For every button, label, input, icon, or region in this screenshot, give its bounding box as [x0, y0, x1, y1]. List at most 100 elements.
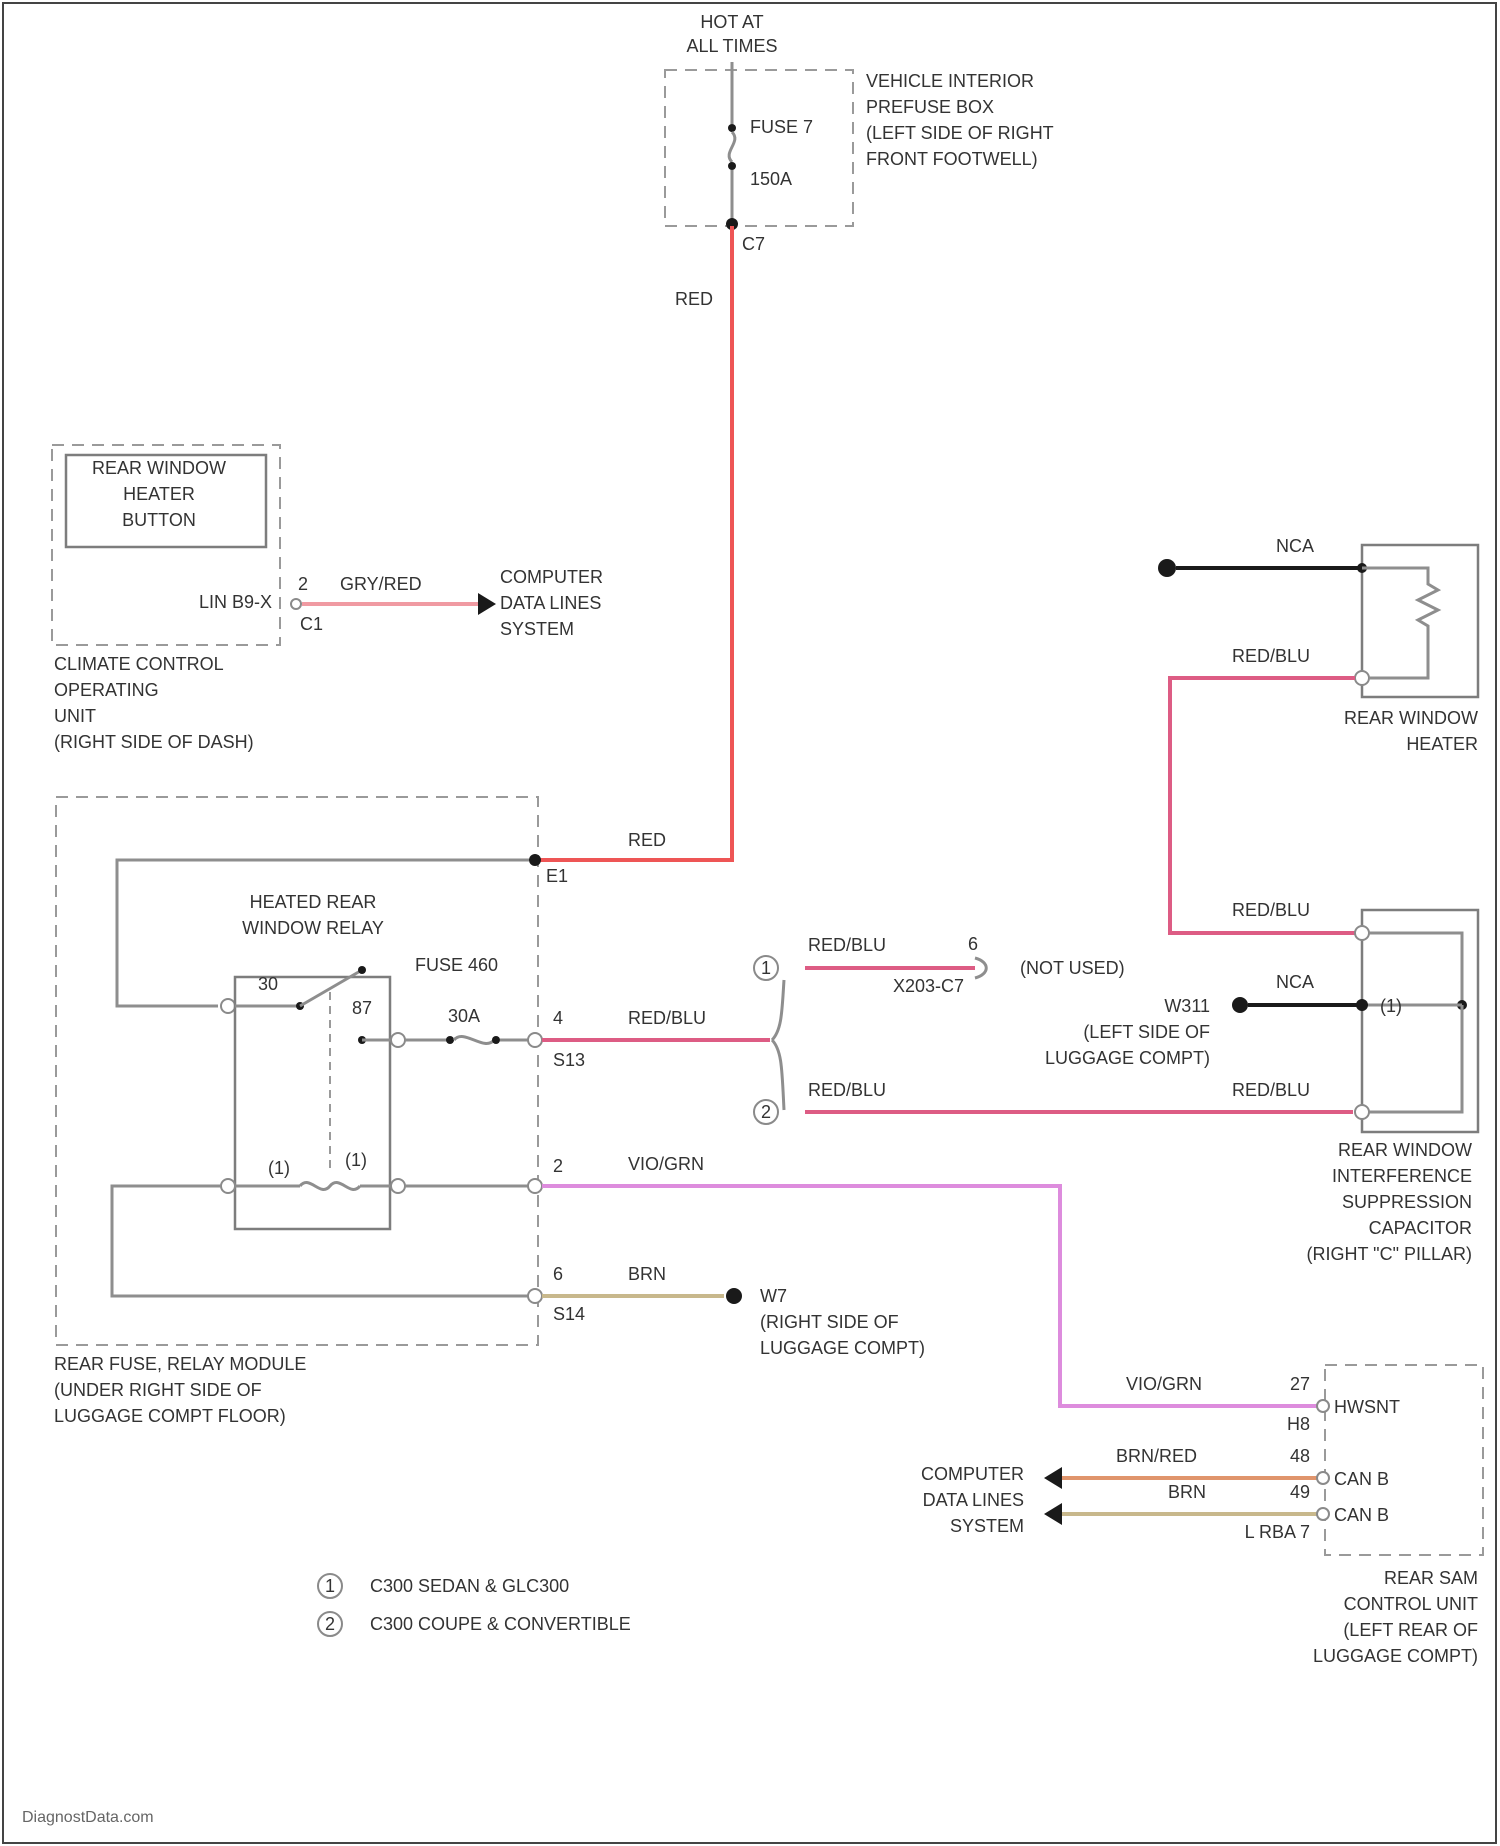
- heater-ground-dot: [1158, 559, 1176, 577]
- sam-connector-l: L RBA 7: [1245, 1522, 1310, 1542]
- sam-pin-49-terminal: [1317, 1508, 1329, 1520]
- heater-label-1: REAR WINDOW: [1344, 708, 1478, 728]
- sam-pin-27-terminal: [1317, 1400, 1329, 1412]
- climate-c1: C1: [300, 614, 323, 634]
- fuse-7-name: FUSE 7: [750, 117, 813, 137]
- relay-label-1: HEATED REAR: [250, 892, 377, 912]
- sam-label-2: CONTROL UNIT: [1344, 1594, 1478, 1614]
- vio-grn-label-left: VIO/GRN: [628, 1154, 704, 1174]
- heater-label-2: HEATER: [1406, 734, 1478, 754]
- gry-red-label: GRY/RED: [340, 574, 422, 594]
- capacitor-bottom-terminal: [1355, 1105, 1369, 1119]
- pin-2-terminal: [528, 1179, 542, 1193]
- climate-label-4: (RIGHT SIDE OF DASH): [54, 732, 254, 752]
- sam-signal-hwsnt: HWSNT: [1334, 1397, 1400, 1417]
- s13-label: S13: [553, 1050, 585, 1070]
- relay-pin-30: 30: [258, 974, 278, 994]
- climate-pin-2: 2: [298, 574, 308, 594]
- fuse-7-bottom-dot: [728, 162, 736, 170]
- brn-ground-label: BRN: [628, 1264, 666, 1284]
- capacitor-label-3: SUPPRESSION: [1342, 1192, 1472, 1212]
- sam-signal-can-2: CAN B: [1334, 1505, 1389, 1525]
- climate-label-2: OPERATING: [54, 680, 159, 700]
- module-label-3: LUGGAGE COMPT FLOOR): [54, 1406, 286, 1426]
- sam-pin-48: 48: [1290, 1446, 1310, 1466]
- sam-label-1: REAR SAM: [1384, 1568, 1478, 1588]
- prefuse-label-3: (LEFT SIDE OF RIGHT: [866, 123, 1054, 143]
- red-blu-heater-label: RED/BLU: [1232, 646, 1310, 666]
- sam-signal-can-1: CAN B: [1334, 1469, 1389, 1489]
- s14-pin-6-terminal: [528, 1289, 542, 1303]
- red-wire-label-lower: RED: [628, 830, 666, 850]
- prefuse-label-1: VEHICLE INTERIOR: [866, 71, 1034, 91]
- w311-line-2: LUGGAGE COMPT): [1045, 1048, 1210, 1068]
- climate-label-1: CLIMATE CONTROL: [54, 654, 224, 674]
- w7-ground-dot: [726, 1288, 742, 1304]
- relay-switch-contact: [358, 966, 366, 974]
- red-wire: [535, 226, 732, 860]
- relay-coil-symbol: [300, 1183, 360, 1190]
- relay-coil-right-terminal: [391, 1179, 405, 1193]
- button-label-2: HEATER: [123, 484, 195, 504]
- fuse-7-symbol: [729, 132, 735, 162]
- capacitor-label-2: INTERFERENCE: [1332, 1166, 1472, 1186]
- prefuse-label-2: PREFUSE BOX: [866, 97, 994, 117]
- not-used-label: (NOT USED): [1020, 958, 1125, 978]
- prefuse-label-4: FRONT FOOTWELL): [866, 149, 1038, 169]
- sam-pin-27: 27: [1290, 1374, 1310, 1394]
- computer-top-2: DATA LINES: [500, 593, 601, 613]
- all-times-label: ALL TIMES: [686, 36, 777, 56]
- capacitor-label-1: REAR WINDOW: [1338, 1140, 1472, 1160]
- climate-label-3: UNIT: [54, 706, 96, 726]
- s13-pin-4-terminal: [528, 1033, 542, 1047]
- computer-bottom-2: DATA LINES: [923, 1490, 1024, 1510]
- unused-connector-symbol: [975, 958, 986, 978]
- computer-top-1: COMPUTER: [500, 567, 603, 587]
- sam-label-4: LUGGAGE COMPT): [1313, 1646, 1478, 1666]
- gry-red-arrow: [478, 593, 496, 615]
- hot-at-label: HOT AT: [700, 12, 763, 32]
- e1-label: E1: [546, 866, 568, 886]
- unused-pin-6: 6: [968, 934, 978, 954]
- capacitor-top-lead: [1369, 933, 1462, 1005]
- relay-coil-mark-left: (1): [268, 1158, 290, 1178]
- capacitor-label-4: CAPACITOR: [1369, 1218, 1472, 1238]
- legend-note-1: C300 SEDAN & GLC300: [370, 1576, 569, 1596]
- computer-top-3: SYSTEM: [500, 619, 574, 639]
- sam-h8: H8: [1287, 1414, 1310, 1434]
- lin-b9-label: LIN B9-X: [199, 592, 272, 612]
- red-blu-main-label: RED/BLU: [628, 1008, 706, 1028]
- brn-red-arrow: [1044, 1467, 1062, 1489]
- button-label-3: BUTTON: [122, 510, 196, 530]
- c7-terminal-label: C7: [742, 234, 765, 254]
- capacitor-top-terminal: [1355, 926, 1369, 940]
- nca-ground-label: NCA: [1276, 972, 1314, 992]
- s13-pin-4: 4: [553, 1008, 563, 1028]
- module-label-1: REAR FUSE, RELAY MODULE: [54, 1354, 306, 1374]
- rear-sam-control-unit: [1325, 1365, 1483, 1555]
- capacitor-bottom-lead: [1369, 1005, 1462, 1112]
- red-blu-cap-bottom-label: RED/BLU: [1232, 1080, 1310, 1100]
- diagram-frame: [3, 3, 1496, 1843]
- capacitor-label-5: (RIGHT "C" PILLAR): [1307, 1244, 1472, 1264]
- legend-mark-2: 2: [325, 1614, 335, 1634]
- module-label-2: (UNDER RIGHT SIDE OF: [54, 1380, 262, 1400]
- variant-1-mark: 1: [761, 958, 771, 978]
- red-blu-cap-top-label: RED/BLU: [1232, 900, 1310, 920]
- red-blu-heater-wire: [1170, 678, 1355, 933]
- computer-bottom-1: COMPUTER: [921, 1464, 1024, 1484]
- variant-split-brace: [772, 980, 784, 1110]
- fuse-460-name: FUSE 460: [415, 955, 498, 975]
- heater-bottom-terminal: [1355, 671, 1369, 685]
- climate-pin-2-terminal: [291, 599, 301, 609]
- w311-name: W311: [1164, 996, 1210, 1016]
- brn-label: BRN: [1168, 1482, 1206, 1502]
- computer-bottom-3: SYSTEM: [950, 1516, 1024, 1536]
- prefuse-box: [665, 70, 853, 226]
- unused-connector: X203-C7: [893, 976, 964, 996]
- relay-coil-mark-right: (1): [345, 1150, 367, 1170]
- relay-87-terminal: [391, 1033, 405, 1047]
- w311-line-1: (LEFT SIDE OF: [1083, 1022, 1210, 1042]
- relay-30-terminal: [221, 999, 235, 1013]
